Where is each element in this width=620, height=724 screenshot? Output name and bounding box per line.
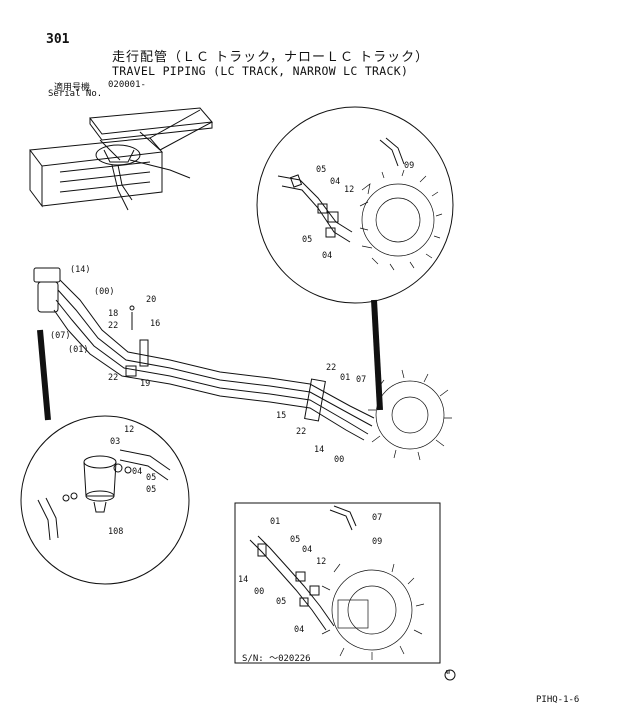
callout-main-3: (01) (68, 345, 88, 355)
callout-upper-circle-5: 09 (404, 161, 414, 171)
title-english: TRAVEL PIPING (LC TRACK, NARROW LC TRACK… (112, 64, 409, 78)
callout-main-15: 14 (314, 445, 324, 455)
title-japanese: 走行配管（ＬＣ トラック，ナローＬＣ トラック） (112, 50, 430, 65)
callout-lower-circle-3: 05 (146, 473, 156, 483)
callout-inset-2: 09 (372, 537, 382, 547)
serial-number-value: 020001- (108, 80, 146, 90)
callout-lower-circle-1: 03 (110, 437, 120, 447)
callout-lower-circle-4: 05 (146, 485, 156, 495)
callout-main-7: 16 (150, 319, 160, 329)
circled-mark-letter: w (446, 668, 451, 676)
callout-main-12: 07 (356, 375, 366, 385)
undercarriage-overview (29, 107, 213, 211)
callout-main-1: (00) (94, 287, 114, 297)
detail-circle-sprocket (256, 106, 454, 304)
page-number: 301 (46, 32, 70, 47)
callout-upper-circle-0: 05 (316, 165, 326, 175)
callout-inset-8: 05 (276, 597, 286, 607)
leader-upper (371, 299, 383, 411)
circled-mark (444, 669, 456, 681)
callout-inset-4: 04 (302, 545, 312, 555)
callout-upper-circle-1: 04 (330, 177, 340, 187)
callout-main-0: (14) (70, 265, 90, 275)
callout-lower-circle-0: 12 (124, 425, 134, 435)
main-piping (33, 267, 452, 461)
callout-main-13: 15 (276, 411, 286, 421)
callout-main-10: 22 (326, 363, 336, 373)
callout-inset-0: 07 (372, 513, 382, 523)
callout-main-11: 01 (340, 373, 350, 383)
callout-lower-circle-5: 108 (108, 527, 123, 537)
callout-upper-circle-3: 05 (302, 235, 312, 245)
callout-main-5: 22 (108, 321, 118, 331)
callout-inset-7: 00 (254, 587, 264, 597)
callout-upper-circle-4: 04 (322, 251, 332, 261)
serial-label-english: Serial No. (48, 89, 103, 99)
callout-inset-9: 04 (294, 625, 304, 635)
callout-main-6: 20 (146, 295, 156, 305)
callout-main-4: 18 (108, 309, 118, 319)
callout-upper-circle-2: 12 (344, 185, 354, 195)
callout-lower-circle-2: 04 (132, 467, 142, 477)
callout-inset-1: 01 (270, 517, 280, 527)
footer-code: PIHQ-1-6 (536, 695, 580, 705)
inset-serial-note: S/N: ～020226 (242, 654, 311, 664)
serial-label-japanese: 適用号機 (54, 83, 91, 93)
callout-main-9: 19 (140, 379, 150, 389)
callout-inset-3: 05 (290, 535, 300, 545)
callout-main-16: 00 (334, 455, 344, 465)
leader-lower (37, 329, 51, 421)
callout-inset-6: 14 (238, 575, 248, 585)
callout-inset-5: 12 (316, 557, 326, 567)
callout-main-8: 22 (108, 373, 118, 383)
detail-circle-swivel (20, 415, 190, 585)
callout-main-2: (07) (50, 331, 70, 341)
inset-detail-box (234, 502, 441, 664)
callout-main-14: 22 (296, 427, 306, 437)
